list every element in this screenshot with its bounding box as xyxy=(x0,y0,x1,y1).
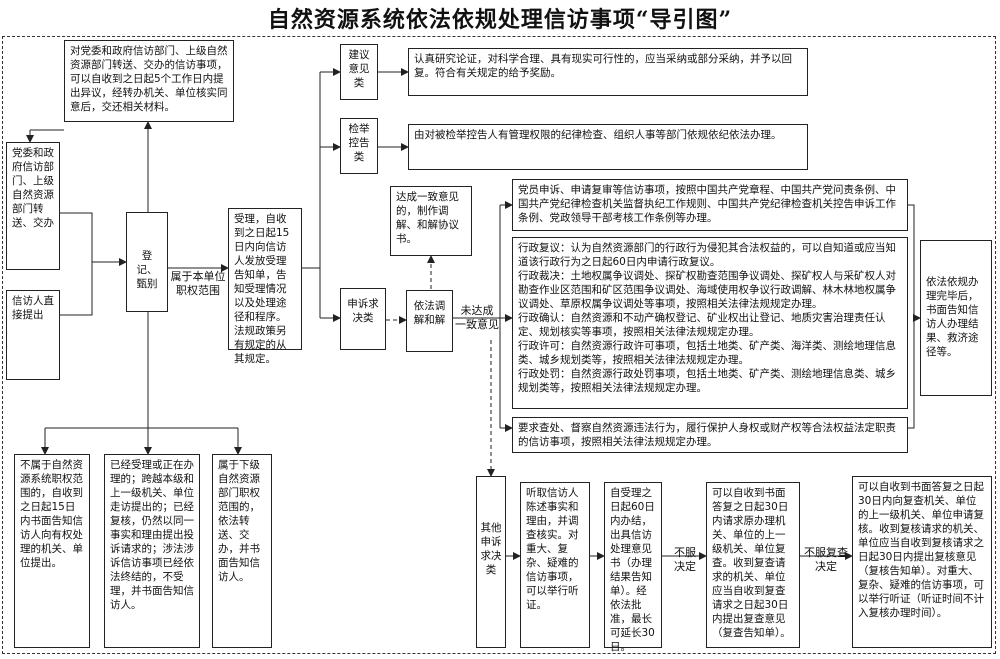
handling-opinion-box: 自受理之日起60日内办结，出具信访处理意见书（办理结果告知单）。经依法批准，最长… xyxy=(604,482,662,653)
mediation-box: 依法调解和解 xyxy=(406,290,453,352)
party-discipline-box: 党员申诉、申请复审等信访事项，按照中国共产党章程、中国共产党问责条例、中国共产党… xyxy=(512,179,908,231)
suggest-desc-box: 认真研究论证，对科学合理、具有现实可行性的，应当采纳或部分采纳，并予以回复。符合… xyxy=(408,48,808,96)
review-box: 可以自收到书面答复之日起30日内请求原办理机关、单位的上一级机关、单位复查。收到… xyxy=(706,482,800,648)
source-visitor-box: 信访人直接提出 xyxy=(6,290,60,380)
hearing-box: 听取信访人陈述事实和理由，并调查核实。对重大、复杂、疑难的信访事项，可以举行听证… xyxy=(520,482,590,648)
accept-box: 受理，自收到之日起15日内向信访人发放受理告知单，告知受理情况以及处理途径和程序… xyxy=(228,208,302,365)
register-box: 登记、甄别 xyxy=(126,212,168,312)
result-notice-box: 依法依规办理完毕后，书面告知信访人办理结果、救济途径等。 xyxy=(920,240,992,396)
source-department-box: 党委和政府信访部门、上级自然资源部门转送、交办 xyxy=(6,142,60,270)
type-appeal-box: 申诉求决类 xyxy=(340,288,386,350)
other-appeal-box: 其他申诉求决类 xyxy=(476,476,506,648)
out-of-scope-box: 不属于自然资源系统职权范围的，自收到之日起15日内书面告知信访人向有权处理的机关… xyxy=(14,454,90,648)
lower-level-box: 属于下级自然资源部门职权范围的，依法转送、交办，并书面告知信访人。 xyxy=(212,454,272,648)
label-unsatisfied-1: 不服 决定 xyxy=(674,546,696,573)
objection-notice-box: 对党委和政府信访部门、上级自然资源部门转送、交办的信访事项，可以自收到之日起5个… xyxy=(64,40,234,122)
diagram-frame xyxy=(2,36,996,654)
report-desc-box: 由对被检举控告人有管理权限的纪律检查、组织人事等部门依规依纪依法办理。 xyxy=(408,124,808,170)
label-not-agree: 未达成 一致意见 xyxy=(455,304,499,331)
page-title: 自然资源系统依法依规处理信访事项“导引图” xyxy=(267,7,733,33)
recheck-box: 可以自收到书面答复之日起30日内向复查机关、单位的上一级机关、单位申请复核。收到… xyxy=(852,476,992,648)
label-scope-in: 属于本单位 职权范围 xyxy=(170,270,226,297)
duty-box: 要求查处、督察自然资源违法行为，履行保护人身权或财产权等合法权益法定职责的信访事… xyxy=(512,417,908,453)
type-suggest-box: 建议意见类 xyxy=(340,44,378,100)
administrative-box: 行政复议：认为自然资源部门的行政行为侵犯其合法权益的，可以自知道或应当知道该行政… xyxy=(512,237,908,409)
agreement-box: 达成一致意见的，制作调解、和解协议书。 xyxy=(390,186,472,256)
label-unsatisfied-2: 不服复查 决定 xyxy=(804,546,848,573)
not-accepted-box: 已经受理或正在办理的；跨越本级和上一级机关、单位走访提出的；已经复核，仍然以同一… xyxy=(104,454,200,648)
type-report-box: 检举控告类 xyxy=(340,118,378,174)
